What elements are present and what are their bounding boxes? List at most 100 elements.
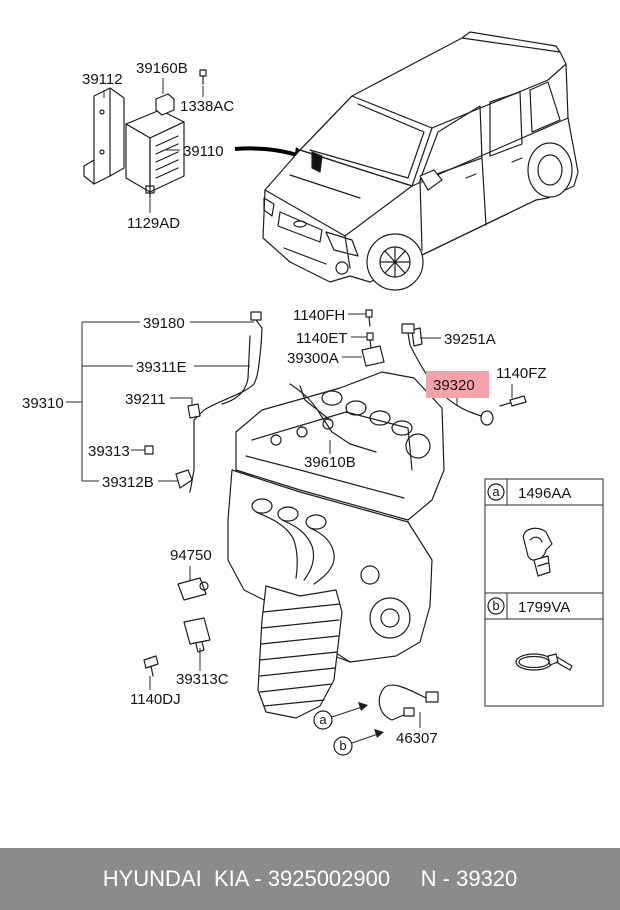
sensor-46307-connector	[425, 691, 439, 703]
car-illustration	[262, 31, 579, 291]
legend-code-a: 1496AA	[518, 485, 571, 502]
heat-shield-rib	[261, 619, 340, 629]
ecu-bracket-foot	[83, 159, 95, 185]
bolt-1140fh	[365, 309, 373, 327]
marker-a-label: a	[319, 712, 327, 727]
car-spoiler	[461, 31, 561, 53]
crank-pulley-hub	[380, 608, 400, 628]
car-door-front-edge	[419, 179, 423, 251]
marker-a-arrow	[331, 706, 363, 718]
heat-shield-rib	[263, 699, 325, 707]
sensor-39320-connector	[401, 323, 415, 334]
head-cover-line	[251, 411, 413, 471]
harness-39180	[189, 319, 263, 493]
legend-marker-b-circle	[487, 597, 505, 615]
legend-code-b: 1799VA	[518, 599, 570, 616]
callout-1140et: 1140ET	[296, 330, 347, 347]
legend-marker-a: a	[492, 484, 500, 499]
throttle-body	[405, 433, 431, 459]
cable-tie-drawing	[515, 653, 573, 671]
ecu-connector-39160b	[155, 93, 175, 116]
car-quarter-window	[529, 81, 561, 133]
callout-39180: 39180	[143, 315, 185, 332]
callout-39610b: 39610B	[304, 454, 356, 471]
legend-box: a 1496AA b 1799VA	[484, 478, 604, 707]
car-rear-wheel	[527, 142, 573, 198]
legend-marker-a-circle	[487, 483, 505, 501]
intake-runner	[345, 400, 367, 416]
car-mirror	[419, 169, 443, 191]
harness-bracket-39312b	[175, 469, 193, 489]
spark-plug-well	[270, 434, 282, 446]
marker-b-circle	[333, 736, 353, 756]
callout-39112: 39112	[82, 71, 123, 88]
heat-shield-rib	[259, 683, 333, 693]
screw-1338ac	[199, 69, 207, 85]
harness-clip-39211	[187, 403, 201, 419]
callout-39313c: 39313C	[176, 671, 229, 688]
callout-39312b: 39312B	[102, 474, 154, 491]
leader-line	[170, 397, 193, 406]
callout-39110: 39110	[183, 143, 224, 160]
callout-39311e: 39311E	[136, 359, 187, 376]
car-ecu-location-mark	[311, 151, 323, 173]
exhaust-port	[251, 498, 273, 514]
clip-body	[522, 527, 553, 561]
sensor-39320-grommet	[480, 410, 494, 426]
callout-1129ad: 1129AD	[127, 215, 180, 232]
car-emblem	[293, 220, 307, 228]
car-headlight-right	[325, 231, 359, 257]
marker-b-arrowhead	[374, 729, 384, 738]
ecu-bracket-hole	[99, 149, 105, 155]
reference-markers: a b	[313, 702, 384, 756]
car-door-line	[481, 157, 487, 226]
car-fascia-edge	[344, 235, 351, 269]
callout-1140dj: 1140DJ	[130, 691, 181, 708]
car-door-handle	[465, 157, 523, 179]
idler-pulley	[360, 565, 380, 585]
exhaust-port	[277, 506, 299, 522]
exhaust-manifold-tube	[255, 511, 298, 579]
callout-1338ac: 1338AC	[180, 98, 234, 115]
sensor-46307-cable	[378, 684, 427, 721]
clip-barb	[537, 562, 549, 567]
legend-divider	[485, 479, 603, 620]
marker-a-circle	[313, 710, 333, 730]
ecu-assembly	[83, 69, 207, 199]
callout-1140fz: 1140FZ	[496, 365, 547, 382]
engine-leaders	[66, 313, 513, 728]
car-grille	[277, 211, 323, 243]
cable-tie-tail	[555, 656, 573, 671]
car-lower-intake	[283, 247, 327, 265]
part-number-banner: HYUNDAI KIA - 3925002900 N - 39320	[0, 848, 620, 910]
car-hood	[264, 149, 413, 237]
clip-slot	[529, 536, 543, 543]
sensor-94750	[177, 577, 207, 601]
callout-94750: 94750	[170, 547, 212, 564]
marker-b-arrow	[351, 733, 379, 744]
callout-39313: 39313	[88, 443, 130, 460]
car-sill	[419, 199, 537, 257]
exhaust-manifold-tube	[281, 519, 315, 581]
wiring-harness	[143, 309, 527, 721]
cable-tie-head	[547, 653, 559, 666]
bolt-1140dj	[143, 655, 159, 677]
part-number-text: HYUNDAI KIA - 3925002900 N - 39320	[102, 866, 518, 891]
car-headlight-left	[263, 197, 275, 217]
car-windshield-inner	[309, 103, 425, 179]
callout-39300a: 39300A	[287, 350, 339, 367]
crank-pulley	[369, 597, 411, 639]
heat-shield-rib	[259, 667, 336, 677]
heat-shield-rib	[262, 603, 341, 613]
sensor-46307-probe	[403, 707, 415, 717]
sensor-94750-stud	[199, 581, 209, 591]
sensor-39300a	[361, 345, 385, 367]
parts-diagram: 39112 39160B 1338AC 39110 1129AD 39180 1…	[22, 31, 604, 756]
location-arrow	[234, 146, 301, 158]
ecu-leaders	[103, 78, 204, 213]
callout-1140fh: 1140FH	[293, 307, 345, 324]
sensor-39313c-tab	[195, 641, 205, 653]
marker-a-arrowhead	[358, 702, 368, 711]
marker-b-label: b	[339, 738, 346, 753]
